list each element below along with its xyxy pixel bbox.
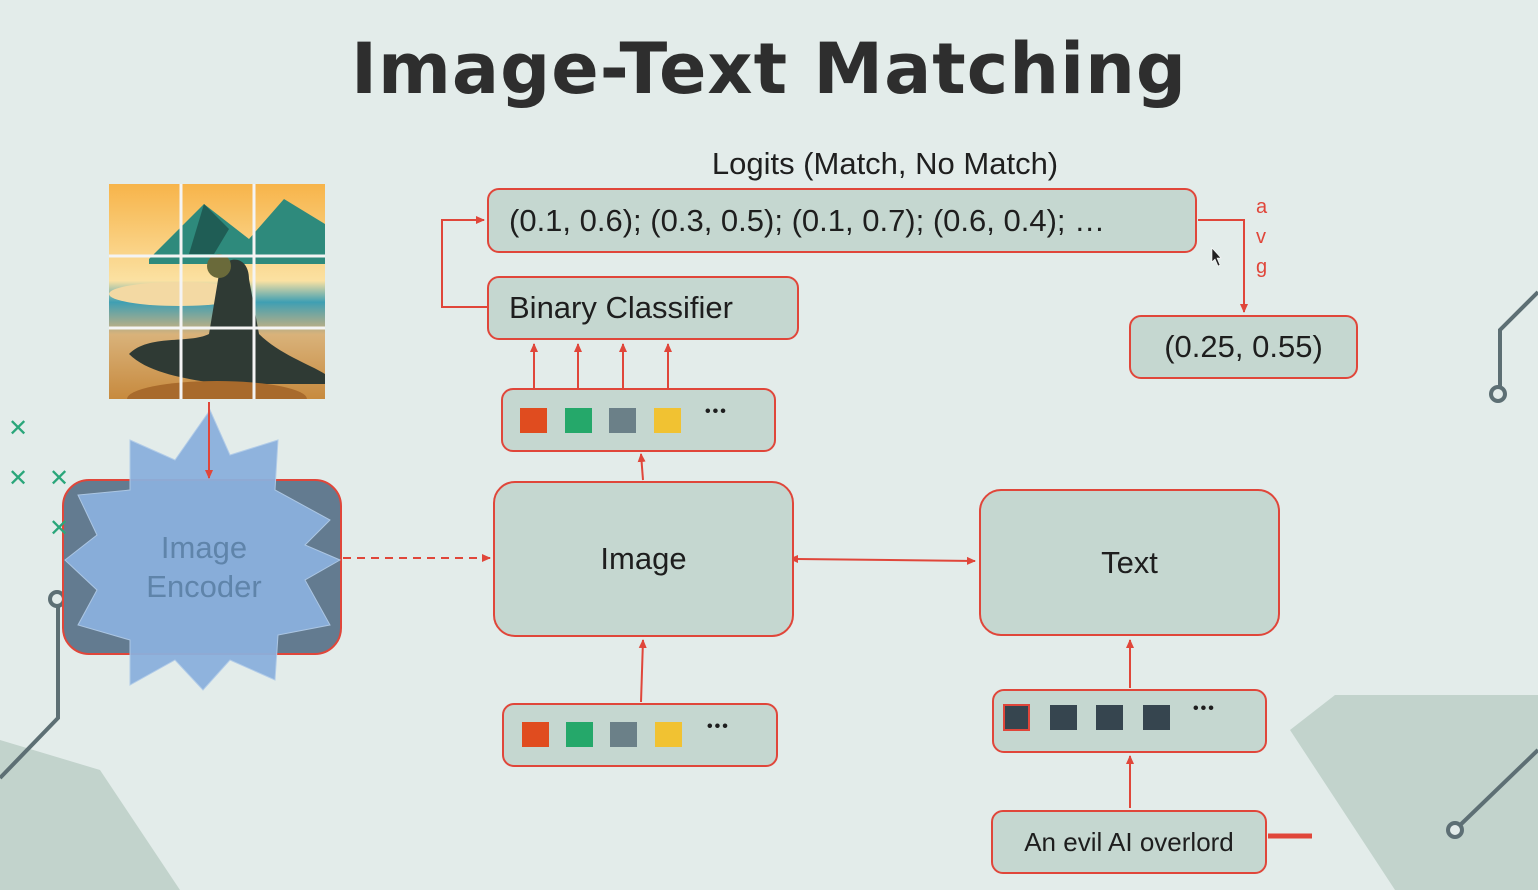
avg-letter: a [1256, 196, 1268, 218]
mouse-cursor-icon [1211, 247, 1222, 267]
logits-label: Logits (Match, No Match) [711, 146, 1059, 181]
token-gray [610, 722, 637, 747]
x-mark-icon: ✕ [49, 465, 70, 492]
ellipsis: ••• [707, 718, 730, 735]
ellipsis: ••• [1193, 700, 1216, 717]
token-orange [520, 408, 547, 433]
token-dark [1143, 705, 1170, 730]
token-orange [522, 722, 549, 747]
input-image-patches [109, 184, 325, 399]
circuit-lines [0, 290, 1538, 839]
image-encoder-line2: Encoder [146, 569, 262, 604]
logits-values: (0.1, 0.6); (0.3, 0.5); (0.1, 0.7); (0.6… [509, 202, 1106, 238]
token-dark [1003, 704, 1030, 731]
background-decoration [0, 695, 1538, 890]
image-encoder-shape [62, 408, 342, 691]
x-mark-icon: ✕ [8, 415, 29, 442]
binary-classifier-box: Binary Classifier [487, 276, 799, 340]
token-gray [609, 408, 636, 433]
binary-classifier-label: Binary Classifier [509, 290, 733, 325]
image-block: Image [493, 481, 794, 637]
logits-box: (0.1, 0.6); (0.3, 0.5); (0.1, 0.7); (0.6… [487, 188, 1197, 253]
dinosaur-beach-illustration [109, 184, 325, 399]
token-green [565, 408, 592, 433]
image-encoder-label: Image Encoder [106, 528, 302, 606]
text-input-box: An evil AI overlord [991, 810, 1267, 874]
average-result: (0.25, 0.55) [1164, 329, 1323, 364]
x-mark-icon: ✕ [49, 515, 70, 542]
image-input-token-row [502, 703, 778, 767]
token-yellow [655, 722, 682, 747]
text-input: An evil AI overlord [1024, 826, 1234, 857]
text-block: Text [979, 489, 1280, 636]
text-block-label: Text [1101, 544, 1158, 580]
avg-letter: g [1256, 256, 1268, 278]
ellipsis: ••• [705, 403, 728, 420]
avg-letter: v [1256, 226, 1266, 248]
token-yellow [654, 408, 681, 433]
text-token-row [992, 689, 1267, 753]
token-green [566, 722, 593, 747]
average-result-box: (0.25, 0.55) [1129, 315, 1358, 379]
x-mark-icon: ✕ [8, 465, 29, 492]
image-block-label: Image [600, 541, 687, 576]
token-dark [1050, 705, 1077, 730]
image-encoder-line1: Image [160, 530, 248, 565]
image-output-token-row [501, 388, 776, 452]
page-title: Image-Text Matching [350, 28, 1188, 110]
token-dark [1096, 705, 1123, 730]
encoder-star [64, 408, 342, 691]
